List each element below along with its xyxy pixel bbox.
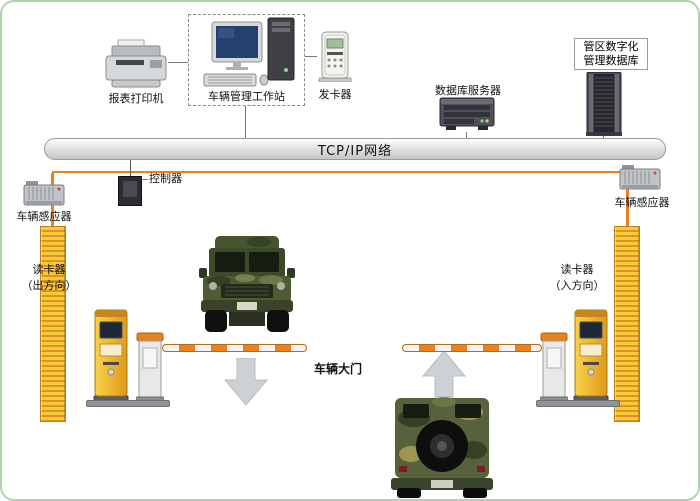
connector-line — [466, 132, 467, 139]
vehicle-front-icon — [199, 236, 295, 332]
card-reader-entry-machine-icon — [573, 309, 609, 404]
controller-icon — [118, 176, 142, 206]
district-db-label-box: 管区数字化 管理数据库 — [574, 38, 648, 70]
card-reader-exit-label-line2: （出方向） — [21, 279, 77, 292]
orange-wire-right — [626, 173, 629, 227]
barrier-arm-right — [402, 344, 542, 352]
base-plate-left — [86, 400, 170, 407]
barrier-post-left-icon — [136, 332, 164, 404]
card-issuer-icon — [318, 31, 352, 82]
controller-panel — [123, 181, 137, 197]
connector-line — [603, 135, 604, 139]
induction-strip-left — [40, 226, 66, 422]
printer-label: 报表打印机 — [108, 92, 164, 105]
card-reader-entry-label-line2: （入方向） — [549, 279, 605, 292]
vehicle-sensor-left-label: 车辆感应器 — [16, 210, 72, 223]
controller-label: 控制器 — [149, 172, 182, 185]
workstation-computer-icon — [203, 17, 295, 87]
induction-strip-right — [614, 226, 640, 422]
workstation-label: 车辆管理工作站 — [208, 90, 285, 103]
vehicle-sensor-left-icon — [23, 181, 65, 206]
tcpip-network-label: TCP/IP网络 — [317, 143, 393, 159]
card-reader-exit-label: 读卡器 （出方向） — [16, 262, 82, 294]
connector-line — [168, 62, 188, 63]
district-db-label-line1: 管区数字化 — [583, 40, 639, 53]
card-reader-exit-machine-icon — [93, 309, 129, 404]
db-server-icon — [439, 97, 495, 130]
connector-line — [245, 106, 246, 139]
tcpip-network-bus: TCP/IP网络 — [44, 138, 666, 160]
connector-line — [305, 56, 317, 57]
barrier-post-right-icon — [540, 332, 568, 404]
vehicle-gate-label: 车辆大门 — [314, 362, 363, 376]
card-reader-entry-label-line1: 读卡器 — [560, 263, 594, 276]
orange-wire-horizontal — [52, 171, 630, 173]
vehicle-rear-icon — [391, 397, 493, 498]
connector-line — [142, 179, 148, 180]
db-server-label: 数据库服务器 — [435, 84, 501, 97]
base-plate-right — [536, 400, 620, 407]
vehicle-sensor-right-label: 车辆感应器 — [614, 196, 670, 209]
card-reader-exit-label-line1: 读卡器 — [32, 263, 66, 276]
card-issuer-label: 发卡器 — [318, 88, 352, 101]
printer-icon — [105, 39, 167, 88]
card-reader-entry-label: 读卡器 （入方向） — [544, 262, 610, 294]
district-db-label-line2: 管理数据库 — [583, 54, 639, 67]
connector-line — [130, 160, 131, 176]
barrier-arm-left — [162, 344, 307, 352]
server-rack-icon — [586, 72, 622, 136]
arrow-down-icon — [224, 358, 268, 406]
workstation-dashed-box — [188, 14, 305, 106]
vehicle-sensor-right-icon — [619, 165, 661, 190]
